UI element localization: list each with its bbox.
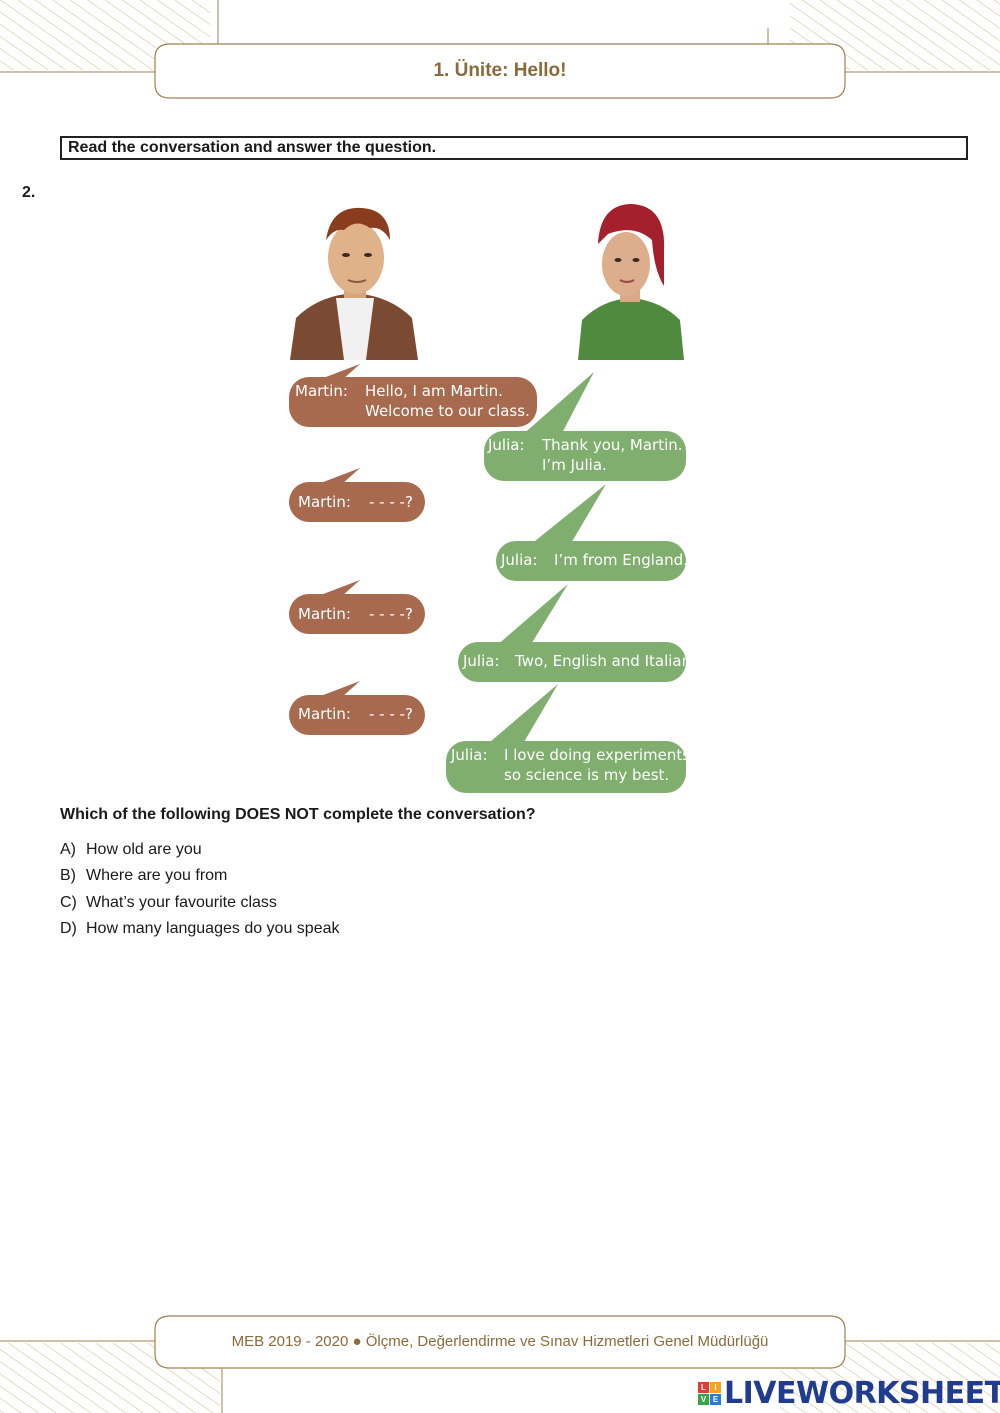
speaker-martin: Martin: — [295, 382, 348, 400]
martin-bubble-1: Martin: Hello, I am Martin. Welcome to o… — [289, 377, 537, 427]
option-text: How old are you — [86, 841, 202, 858]
answer-blank: - - - -? — [369, 705, 413, 723]
martin-bubble-2: Martin: - - - -? — [289, 482, 425, 522]
logo-grid-icon: L I V E — [698, 1382, 721, 1405]
speaker-martin: Martin: — [298, 605, 351, 623]
option-d[interactable]: D) How many languages do you speak — [60, 920, 340, 938]
speaker-martin: Martin: — [298, 493, 351, 511]
martin-illustration — [290, 207, 418, 360]
option-b[interactable]: B) Where are you from — [60, 867, 227, 885]
footer-text: MEB 2019 - 2020 ● Ölçme, Değerlendirme v… — [231, 1333, 769, 1350]
unit-title: 1. Ünite: Hello! — [433, 60, 567, 81]
option-letter: D) — [60, 920, 77, 937]
speaker-julia: Julia: — [488, 436, 525, 454]
logo-grid-letter: I — [710, 1382, 721, 1393]
speaker-martin: Martin: — [298, 705, 351, 723]
option-text: Where are you from — [86, 867, 228, 884]
option-text: What’s your favourite class — [86, 894, 277, 911]
julia-illustration — [578, 204, 684, 360]
bubble-text: Thank you, Martin. I’m Julia. — [542, 436, 683, 474]
bubble-text: I’m from England. — [554, 551, 688, 569]
option-c[interactable]: C) What’s your favourite class — [60, 894, 277, 912]
julia-bubble-1: Julia: Thank you, Martin. I’m Julia. — [484, 431, 686, 481]
bubble-text: Hello, I am Martin. Welcome to our class… — [365, 382, 530, 420]
question-number: 2. — [22, 184, 36, 201]
option-letter: C) — [60, 894, 77, 911]
speaker-julia: Julia: — [501, 551, 538, 569]
martin-bubble-3: Martin: - - - -? — [289, 594, 425, 634]
speaker-julia: Julia: — [463, 652, 500, 670]
logo-grid-letter: L — [698, 1382, 709, 1393]
julia-bubble-2: Julia: I’m from England. — [496, 541, 688, 581]
julia-bubble-3: Julia: Two, English and Italian. — [458, 642, 696, 682]
logo-text: LIVEWORKSHEETS — [724, 1376, 1000, 1411]
option-a[interactable]: A) How old are you — [60, 841, 202, 859]
martin-bubble-4: Martin: - - - -? — [289, 695, 425, 735]
header-banner — [0, 0, 1000, 99]
julia-bubble-4: Julia: I love doing experiments, so scie… — [446, 741, 695, 793]
speaker-julia: Julia: — [451, 746, 488, 764]
option-letter: A) — [60, 841, 76, 858]
liveworksheets-logo: L I V E LIVEWORKSHEETS — [698, 1376, 1000, 1411]
bubble-tails — [318, 364, 606, 742]
bubble-text: Two, English and Italian. — [515, 652, 696, 670]
instruction-box: Read the conversation and answer the que… — [60, 136, 968, 160]
question-text: Which of the following DOES NOT complete… — [60, 806, 536, 823]
answer-blank: - - - -? — [369, 493, 413, 511]
logo-grid-letter: V — [698, 1394, 709, 1405]
logo-grid-letter: E — [710, 1394, 721, 1405]
option-text: How many languages do you speak — [86, 920, 340, 937]
answer-blank: - - - -? — [369, 605, 413, 623]
option-letter: B) — [60, 867, 76, 884]
bubble-text: I love doing experiments, so science is … — [504, 746, 695, 784]
footer-banner — [0, 1315, 1000, 1413]
